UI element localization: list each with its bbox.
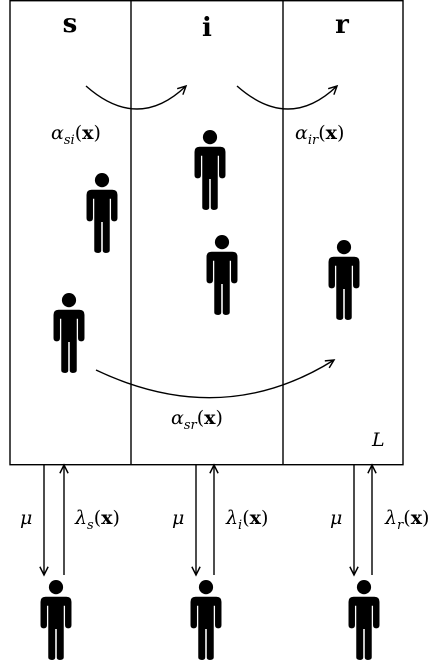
person-icon bbox=[53, 293, 85, 373]
rate-label-alpha-si: αsi(x) bbox=[51, 122, 101, 148]
mu-label-s: μ bbox=[20, 507, 32, 529]
person-icon bbox=[328, 240, 360, 320]
population-box bbox=[9, 0, 404, 466]
lambda-label-s: λs(x) bbox=[74, 507, 120, 533]
person-icon bbox=[86, 173, 118, 253]
person-icon bbox=[194, 130, 226, 210]
region-label: L bbox=[371, 429, 385, 451]
lambda-label-r: λr(x) bbox=[384, 507, 429, 533]
arrow-s-to-i bbox=[85, 84, 188, 110]
compartment-label-s: s bbox=[63, 9, 78, 39]
rate-label-alpha-ir: αir(x) bbox=[295, 122, 344, 148]
person-icon bbox=[348, 580, 380, 660]
compartment-label-i: i bbox=[202, 13, 212, 43]
rate-label-alpha-sr: αsr(x) bbox=[171, 407, 223, 433]
compartment-label-r: r bbox=[335, 10, 349, 40]
person-icon bbox=[206, 235, 238, 315]
person-icon bbox=[40, 580, 72, 660]
person-icon bbox=[190, 580, 222, 660]
arrow-s-to-r bbox=[95, 359, 336, 399]
mu-label-r: μ bbox=[330, 507, 342, 529]
mu-label-i: μ bbox=[172, 507, 184, 529]
lambda-label-i: λi(x) bbox=[225, 507, 268, 533]
arrow-i-to-r bbox=[236, 84, 339, 110]
